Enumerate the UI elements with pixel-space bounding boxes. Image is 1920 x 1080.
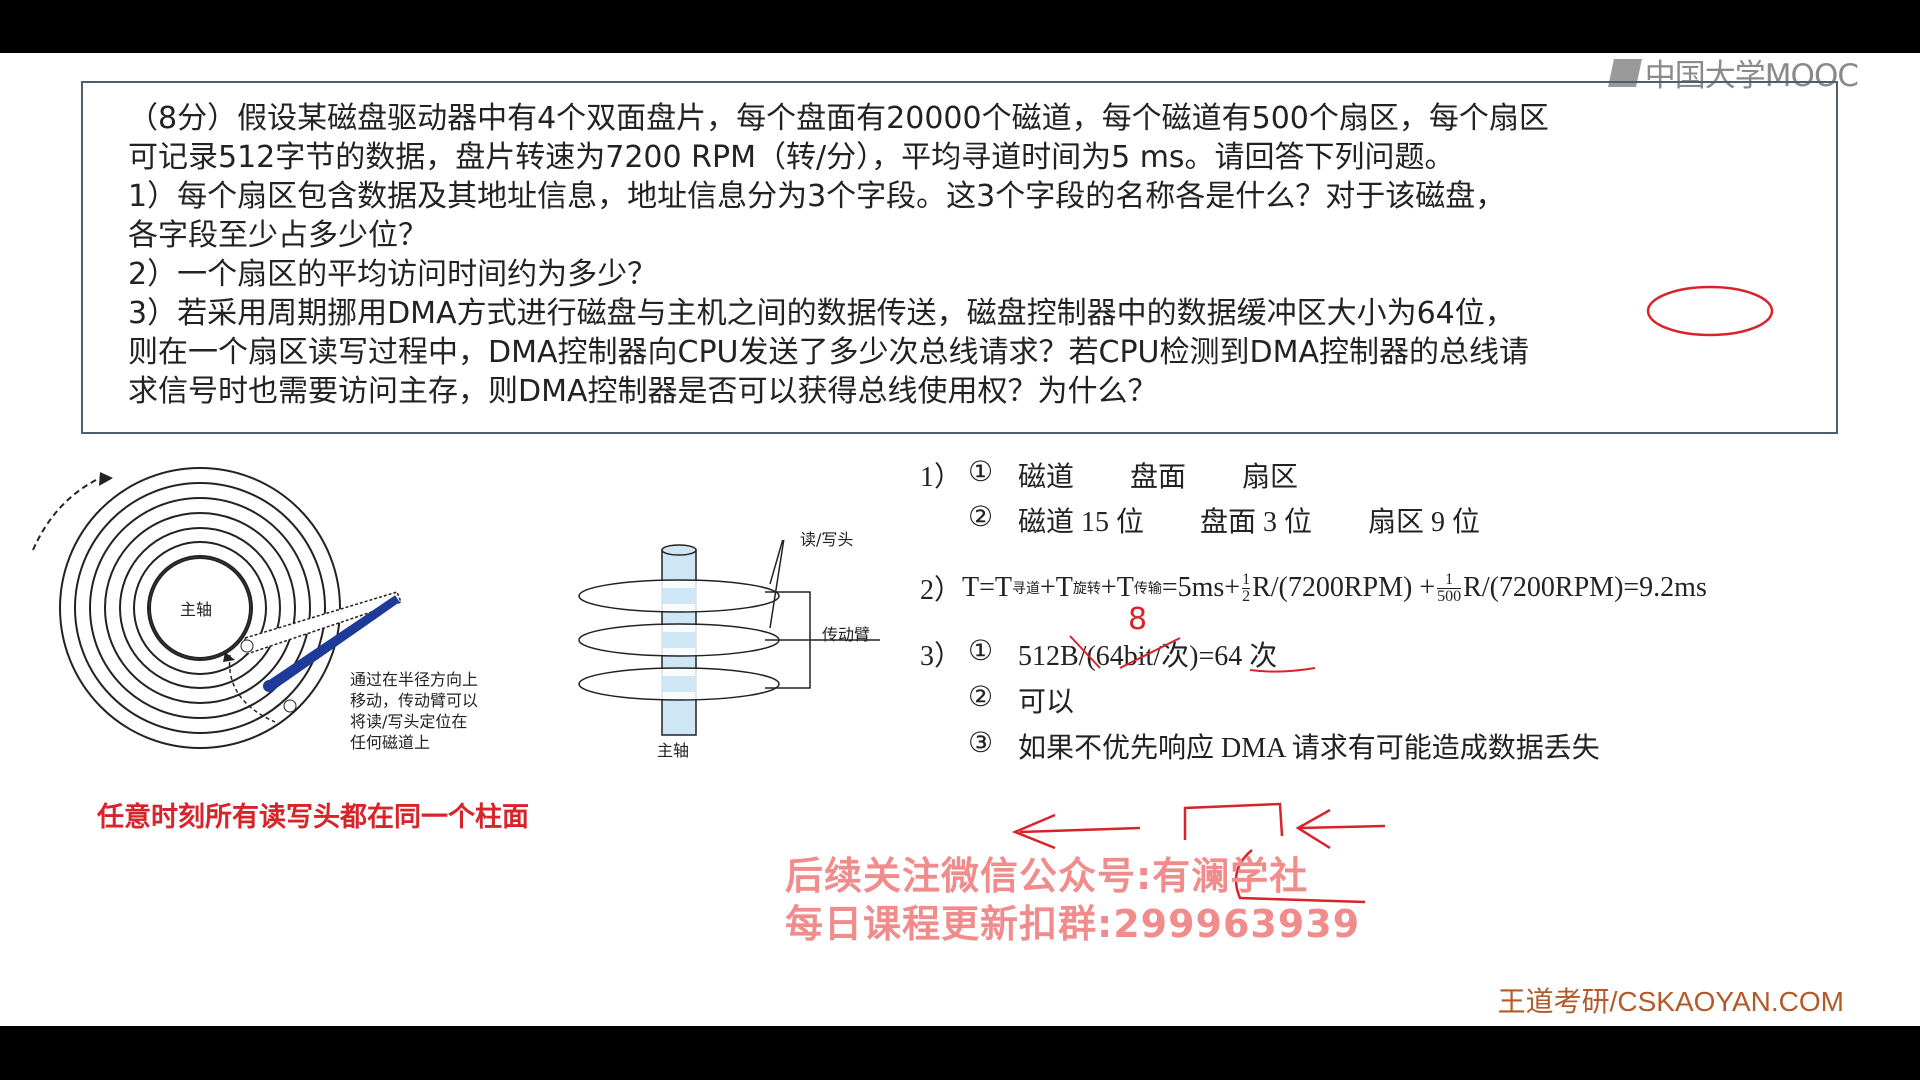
sub-rotate: 旋转 (1072, 582, 1101, 597)
formula-part: =5ms+ (1161, 572, 1241, 603)
fraction-500: 1 500 (1437, 571, 1462, 605)
answer-2-number: 2） (920, 575, 963, 606)
answer-1-part-1: 磁道 盘面 扇区 (1018, 462, 1299, 493)
fraction-numerator: 1 (1242, 570, 1251, 589)
answer-1-number: 1） (920, 462, 963, 493)
slide (0, 53, 1920, 1026)
spindle-label: 主轴 (180, 600, 213, 619)
formula-plus: +T (1040, 572, 1073, 603)
watermark-line-2: 每日课程更新扣群:299963939 (785, 902, 1361, 946)
handwritten-circle (1646, 285, 1774, 337)
fraction-denominator: 2 (1242, 587, 1251, 605)
circled-1: ① (968, 457, 994, 488)
question-line: （8分）假设某磁盘驱动器中有4个双面盘片，每个盘面有20000个磁道，每个磁道有… (128, 101, 1549, 136)
arm-note-line: 将读/写头定位在 (350, 712, 468, 731)
question-line: 则在一个扇区读写过程中，DMA控制器向CPU发送了多少次总线请求？若CPU检测到… (128, 335, 1530, 370)
circled-1: ① (968, 636, 994, 667)
handwritten-strike (1069, 635, 1316, 673)
sub-transfer: 传输 (1133, 582, 1162, 597)
fraction-denominator: 500 (1437, 587, 1462, 605)
answer-3-part-3: 如果不优先响应 DMA 请求有可能造成数据丢失 (1018, 733, 1600, 764)
footer-brand: 王道考研/CSKAOYAN.COM (1497, 986, 1844, 1017)
circled-2: ② (968, 682, 994, 713)
red-annotation: 任意时刻所有读写头都在同一个柱面 (97, 802, 529, 833)
answer-3-number: 3） (920, 641, 963, 672)
arm-note-line: 任何磁道上 (350, 733, 431, 752)
formula-part: R/(7200RPM)=9.2ms (1463, 572, 1707, 603)
formula-plus: +T (1100, 572, 1134, 603)
stack-spindle-label: 主轴 (657, 741, 690, 760)
mooc-logo: 中国大学MOOC (1607, 50, 1859, 95)
fraction-half: 1 2 (1242, 570, 1251, 605)
question-line: 求信号时也需要访问主存，则DMA控制器是否可以获得总线使用权？为什么？ (128, 374, 1158, 409)
circled-3: ③ (968, 728, 994, 759)
question-line: 2）一个扇区的平均访问时间约为多少？ (128, 257, 658, 292)
answer-1-part-2: 磁道 15 位 盘面 3 位 扇区 9 位 (1018, 507, 1481, 538)
answer-3-part-2: 可以 (1018, 687, 1075, 718)
answer-2-formula: 2） T=T 寻道 +T 旋转 +T 传输 =5ms+ 1 2 R/(7200R… (920, 568, 1707, 608)
handwritten-eight: 8 (1128, 602, 1148, 637)
mooc-logo-text: 中国大学MOOC (1644, 58, 1859, 94)
formula-t: T=T (962, 572, 1013, 603)
handwritten-arrows (1011, 802, 1386, 904)
fraction-numerator: 1 (1437, 571, 1462, 589)
question-line: 1）每个扇区包含数据及其地址信息，地址信息分为3个字段。这3个字段的名称各是什么… (128, 179, 1506, 214)
watermark-line-1: 后续关注微信公众号:有澜学社 (785, 854, 1309, 898)
arm-note-line: 通过在半径方向上 (350, 670, 479, 689)
arm-note-line: 移动，传动臂可以 (350, 691, 479, 710)
disk-stack-diagram (578, 540, 880, 736)
circled-2: ② (968, 502, 994, 533)
formula-part: R/(7200RPM) + (1252, 572, 1436, 603)
question-line: 各字段至少占多少位？ (128, 218, 428, 253)
question-line: 3）若采用周期挪用DMA方式进行磁盘与主机之间的数据传送，磁盘控制器中的数据缓冲… (128, 296, 1515, 331)
question-line: 可记录512字节的数据，盘片转速为7200 RPM（转/分），平均寻道时间为5 … (128, 140, 1455, 175)
sub-seek: 寻道 (1012, 582, 1041, 597)
read-write-head-label: 读/写头 (800, 530, 854, 549)
actuator-arm-label: 传动臂 (822, 625, 871, 644)
answer-3-part-1: 512B/(64bit/次)=64 次 (1018, 641, 1278, 672)
question-box: （8分）假设某磁盘驱动器中有4个双面盘片，每个盘面有20000个磁道，每个磁道有… (81, 81, 1838, 434)
disk-platter-diagram (32, 467, 402, 749)
